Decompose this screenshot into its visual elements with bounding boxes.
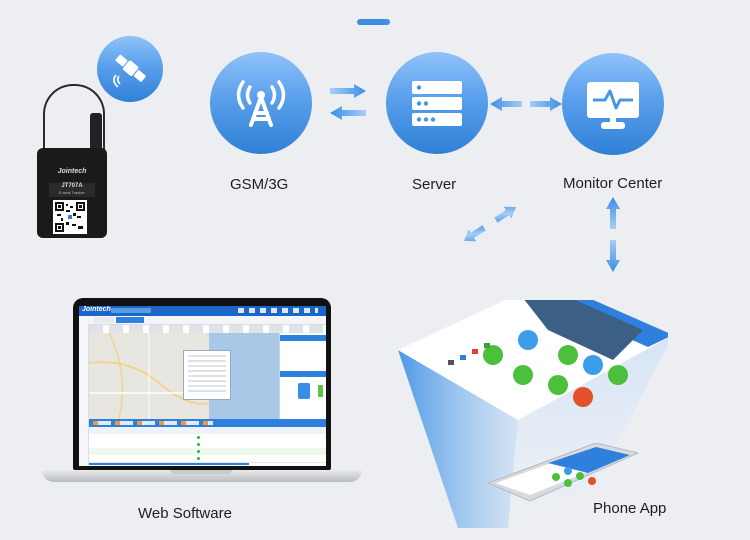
web-software-screen: Jointech xyxy=(79,306,326,466)
title-accent-bar xyxy=(357,19,390,25)
web-info-panel xyxy=(279,333,326,419)
tracker-cable-lock xyxy=(90,113,102,151)
table-row xyxy=(89,455,326,463)
web-software-label: Web Software xyxy=(138,505,232,522)
server-label: Server xyxy=(412,176,457,193)
gsm-label: GSM/3G xyxy=(230,176,289,193)
smartphone xyxy=(488,443,638,501)
tracker-shackle xyxy=(43,84,105,166)
satellite-badge xyxy=(97,36,163,102)
web-app-toolbar xyxy=(89,325,326,333)
arrow-monitor-to-app xyxy=(606,240,620,272)
tracker-subtitle: E-seal Tracker xyxy=(59,190,85,195)
phone-app-label: Phone App xyxy=(593,500,667,517)
satellite-icon xyxy=(113,54,146,88)
laptop-notch xyxy=(170,470,232,474)
laptop-base xyxy=(42,470,362,482)
web-app-sidebar xyxy=(79,316,89,466)
web-app-tabs xyxy=(88,316,326,325)
web-status-tabs xyxy=(89,419,326,427)
server-node xyxy=(386,52,488,154)
arrow-server-to-gsm xyxy=(330,106,366,120)
monitor-center-label: Monitor Center xyxy=(563,175,663,192)
monitor-center-node xyxy=(562,53,664,155)
arrow-monitor-to-server xyxy=(490,97,522,111)
monitor-pulse-icon xyxy=(587,82,639,129)
web-app-brand: Jointech xyxy=(82,306,111,313)
qr-code xyxy=(53,200,87,234)
web-map-popup xyxy=(183,350,231,400)
qr-code-icon xyxy=(55,202,85,232)
tracker-brand: Jointech xyxy=(57,168,87,175)
arrow-app-to-monitor xyxy=(606,197,620,229)
arrow-server-to-monitor xyxy=(530,97,562,111)
tracker-model: JT707A xyxy=(61,183,83,189)
arrow-gsm-to-server xyxy=(330,84,366,98)
arrow-monitor-web-bidirectional xyxy=(455,200,525,248)
web-scrollbar xyxy=(89,463,249,465)
web-app-header: Jointech xyxy=(79,306,326,316)
gsm-node xyxy=(210,52,312,154)
server-rack-icon xyxy=(412,81,462,126)
cell-tower-icon xyxy=(236,80,286,127)
